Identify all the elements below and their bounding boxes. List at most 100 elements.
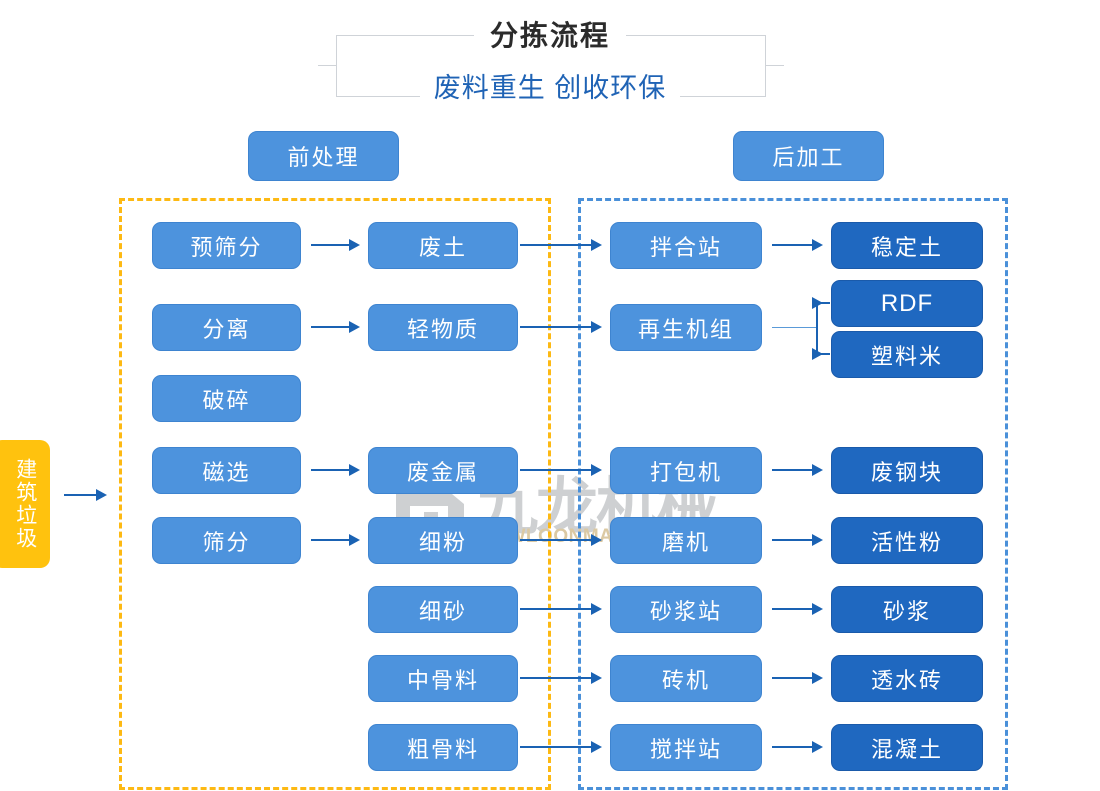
node-label: 打包机 bbox=[649, 459, 722, 485]
arrow-head bbox=[591, 741, 602, 753]
arrow-head bbox=[591, 321, 602, 333]
node-label: RDF bbox=[880, 289, 934, 317]
connector-brickmachine-to-permeablebrick bbox=[772, 677, 814, 679]
node-waste-soil[interactable]: 废土 bbox=[368, 222, 518, 269]
arrow-head bbox=[812, 534, 823, 546]
arrow-head bbox=[591, 534, 602, 546]
group-header-post[interactable]: 后加工 bbox=[733, 131, 884, 181]
node-recycling-unit[interactable]: 再生机组 bbox=[610, 304, 762, 351]
arrow-head bbox=[349, 464, 360, 476]
node-label: 磁选 bbox=[202, 459, 251, 485]
node-label: 稳定土 bbox=[870, 234, 943, 260]
page-subtitle-text: 废料重生 创收环保 bbox=[419, 73, 681, 103]
node-pre-screening[interactable]: 预筛分 bbox=[152, 222, 301, 269]
node-concrete-batching-station[interactable]: 搅拌站 bbox=[610, 724, 762, 771]
connector-baler-to-scrapsteelblock bbox=[772, 469, 814, 471]
connector-mill-to-activepowder bbox=[772, 539, 814, 541]
arrow-head bbox=[812, 741, 823, 753]
node-permeable-brick[interactable]: 透水砖 bbox=[831, 655, 983, 702]
connector-lightmaterial-to-recyclingunit bbox=[520, 326, 593, 328]
connector-sieving-to-finepowder bbox=[311, 539, 351, 541]
node-label: 废钢块 bbox=[870, 459, 943, 485]
connector-magnetic-to-scrapmetal bbox=[311, 469, 351, 471]
node-fine-powder[interactable]: 细粉 bbox=[368, 517, 518, 564]
node-label: 搅拌站 bbox=[649, 736, 722, 762]
node-coarse-aggregate[interactable]: 粗骨料 bbox=[368, 724, 518, 771]
pre-processing-group-frame bbox=[119, 198, 551, 790]
node-scrap-steel-block[interactable]: 废钢块 bbox=[831, 447, 983, 494]
page-subtitle: 废料重生 创收环保 bbox=[0, 66, 1100, 105]
source-node-label: 建筑垃圾 bbox=[13, 458, 37, 550]
node-sieving[interactable]: 筛分 bbox=[152, 517, 301, 564]
connector-recyclingunit-to-rdf bbox=[816, 302, 830, 304]
arrow-head bbox=[349, 321, 360, 333]
node-scrap-metal[interactable]: 废金属 bbox=[368, 447, 518, 494]
node-fine-sand[interactable]: 细砂 bbox=[368, 586, 518, 633]
connector-separation-to-lightmaterial bbox=[311, 326, 351, 328]
node-label: 混凝土 bbox=[870, 736, 943, 762]
node-label: 砖机 bbox=[661, 667, 710, 693]
node-label: 废土 bbox=[418, 234, 467, 260]
arrow-head bbox=[591, 672, 602, 684]
node-mixing-station[interactable]: 拌合站 bbox=[610, 222, 762, 269]
page-title: 分拣流程 bbox=[0, 14, 1100, 54]
arrow-head bbox=[812, 672, 823, 684]
node-label: 拌合站 bbox=[649, 234, 722, 260]
group-header-pre-label: 前处理 bbox=[287, 145, 360, 170]
node-plastic-pellets[interactable]: 塑料米 bbox=[831, 331, 983, 378]
node-label: 透水砖 bbox=[870, 667, 943, 693]
node-separation[interactable]: 分离 bbox=[152, 304, 301, 351]
node-label: 中骨料 bbox=[406, 667, 479, 693]
node-magnetic-separation[interactable]: 磁选 bbox=[152, 447, 301, 494]
node-stabilized-soil[interactable]: 稳定土 bbox=[831, 222, 983, 269]
node-label: 筛分 bbox=[202, 529, 251, 555]
node-label: 塑料米 bbox=[870, 343, 943, 369]
connector-batchingstation-to-concrete bbox=[772, 746, 814, 748]
connector-scrapmetal-to-baler bbox=[520, 469, 593, 471]
connector-mediumaggregate-to-brickmachine bbox=[520, 677, 593, 679]
group-header-pre[interactable]: 前处理 bbox=[248, 131, 399, 181]
node-label: 砂浆 bbox=[882, 598, 931, 624]
node-label: 细粉 bbox=[418, 529, 467, 555]
node-brick-machine[interactable]: 砖机 bbox=[610, 655, 762, 702]
arrow-head-source bbox=[96, 489, 107, 501]
connector-finepowder-to-mill bbox=[520, 539, 593, 541]
node-crushing[interactable]: 破碎 bbox=[152, 375, 301, 422]
node-concrete[interactable]: 混凝土 bbox=[831, 724, 983, 771]
node-rdf[interactable]: RDF bbox=[831, 280, 983, 327]
node-label: 砂浆站 bbox=[649, 598, 722, 624]
node-label: 预筛分 bbox=[190, 234, 263, 260]
connector-recyclingunit-to-plasticpellets bbox=[816, 353, 830, 355]
arrow-head bbox=[812, 239, 823, 251]
node-label: 磨机 bbox=[661, 529, 710, 555]
connector-prescreening-to-wastesoil bbox=[311, 244, 351, 246]
source-node-construction-waste[interactable]: 建筑垃圾 bbox=[0, 440, 50, 568]
node-active-powder[interactable]: 活性粉 bbox=[831, 517, 983, 564]
node-baler[interactable]: 打包机 bbox=[610, 447, 762, 494]
node-label: 分离 bbox=[202, 316, 251, 342]
arrow-head bbox=[812, 348, 823, 360]
connector-mortarstation-to-mortar bbox=[772, 608, 814, 610]
node-label: 破碎 bbox=[202, 387, 251, 413]
node-mortar[interactable]: 砂浆 bbox=[831, 586, 983, 633]
connector-coarseaggregate-to-batchingstation bbox=[520, 746, 593, 748]
arrow-head bbox=[591, 603, 602, 615]
arrow-head bbox=[812, 603, 823, 615]
page-title-text: 分拣流程 bbox=[473, 20, 626, 51]
node-label: 活性粉 bbox=[870, 529, 943, 555]
arrow-head bbox=[349, 239, 360, 251]
node-medium-aggregate[interactable]: 中骨料 bbox=[368, 655, 518, 702]
node-label: 轻物质 bbox=[406, 316, 479, 342]
node-label: 再生机组 bbox=[637, 316, 734, 342]
post-processing-group-frame bbox=[578, 198, 1008, 790]
node-label: 废金属 bbox=[406, 459, 479, 485]
node-mortar-station[interactable]: 砂浆站 bbox=[610, 586, 762, 633]
connector-mixingstation-to-stabilizedsoil bbox=[772, 244, 814, 246]
node-light-material[interactable]: 轻物质 bbox=[368, 304, 518, 351]
connector-source-to-pre bbox=[64, 494, 98, 496]
arrow-head bbox=[349, 534, 360, 546]
arrow-head bbox=[591, 239, 602, 251]
node-label: 细砂 bbox=[418, 598, 467, 624]
node-mill[interactable]: 磨机 bbox=[610, 517, 762, 564]
